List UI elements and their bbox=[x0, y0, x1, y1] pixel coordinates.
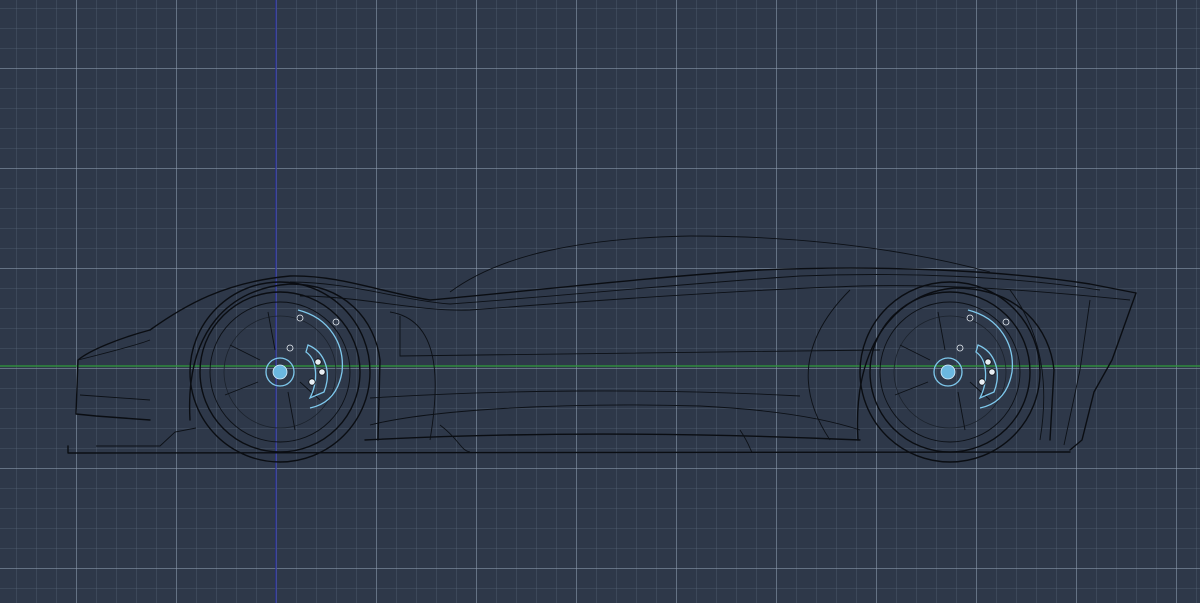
front-caliper-outline[interactable] bbox=[297, 309, 344, 409]
front-tire-inner bbox=[199, 291, 361, 453]
shoulder-line bbox=[289, 274, 1101, 305]
rear-caliper[interactable] bbox=[975, 344, 998, 400]
door-line bbox=[399, 316, 881, 357]
nose-lower-edge bbox=[79, 394, 151, 401]
front-pivot-point bbox=[286, 344, 294, 352]
rear-brake-disc bbox=[893, 315, 1007, 429]
rear-bolt bbox=[978, 378, 986, 386]
rear-pivot-point bbox=[966, 314, 974, 322]
rear-spokes bbox=[894, 311, 991, 431]
side-crease bbox=[369, 390, 801, 399]
front-tire-outer bbox=[189, 281, 371, 463]
skirt-detail-rear bbox=[739, 429, 753, 453]
nose-profile bbox=[75, 329, 151, 421]
front-bolt bbox=[314, 358, 322, 366]
rear-wheel[interactable] bbox=[856, 281, 1055, 463]
side-intake-lower bbox=[369, 404, 861, 431]
front-rim bbox=[209, 301, 351, 443]
roof-line bbox=[149, 267, 1137, 331]
front-pivot-point bbox=[332, 318, 340, 326]
tail-inner-edge bbox=[1063, 299, 1091, 446]
front-bolt bbox=[308, 378, 316, 386]
beltline bbox=[299, 285, 1131, 311]
rear-pivot-point bbox=[1002, 318, 1010, 326]
rear-bolt bbox=[988, 368, 996, 376]
ground-line bbox=[67, 445, 1071, 454]
tail-profile bbox=[1069, 292, 1137, 451]
front-bolt bbox=[318, 368, 326, 376]
rear-pivot-point bbox=[956, 344, 964, 352]
front-hub-center[interactable] bbox=[272, 364, 288, 380]
rear-tire-outer bbox=[859, 281, 1041, 463]
front-spokes bbox=[224, 311, 321, 431]
front-hub-ring[interactable] bbox=[265, 357, 295, 387]
door-front-edge bbox=[389, 311, 436, 441]
rear-rim bbox=[879, 301, 1021, 443]
front-wheel[interactable] bbox=[188, 281, 381, 463]
front-splitter bbox=[96, 427, 197, 447]
front-brake-disc bbox=[223, 315, 337, 429]
front-wheel-arch bbox=[188, 283, 381, 441]
front-pivot-point bbox=[296, 314, 304, 322]
rear-bolt bbox=[984, 358, 992, 366]
car-wireframe[interactable] bbox=[67, 235, 1137, 463]
canopy-curve bbox=[449, 235, 991, 293]
rear-haunch-inner bbox=[1009, 289, 1045, 441]
rear-wheel-arch bbox=[856, 287, 1055, 441]
rear-haunch-edge bbox=[807, 289, 851, 441]
front-caliper[interactable] bbox=[305, 344, 328, 400]
rear-hub-center[interactable] bbox=[940, 364, 956, 380]
rear-tire-inner bbox=[869, 291, 1031, 453]
nose-upper-edge bbox=[77, 339, 151, 361]
sill-line bbox=[364, 433, 861, 441]
rear-hub-ring[interactable] bbox=[933, 357, 963, 387]
skirt-detail bbox=[439, 424, 471, 453]
rear-caliper-outline[interactable] bbox=[967, 309, 1014, 409]
